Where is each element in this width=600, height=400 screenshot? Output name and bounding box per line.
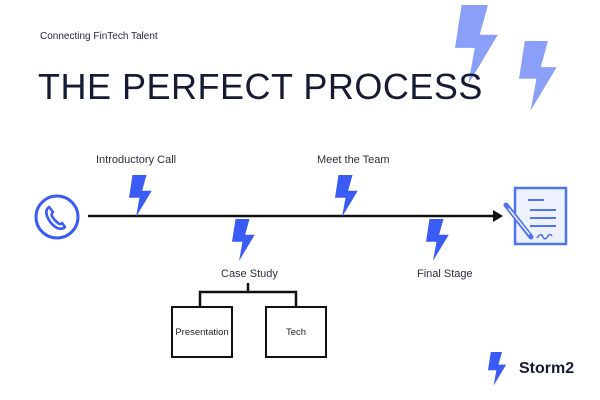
lightning-bolt-icon (232, 219, 255, 261)
lightning-bolt-icon (426, 219, 449, 261)
step-label-final-stage: Final Stage (417, 268, 473, 280)
signed-contract-icon (503, 186, 568, 246)
brand-lightning-bolt-icon (488, 352, 507, 386)
case-study-branch-tech: Tech (265, 306, 327, 358)
page-title: THE PERFECT PROCESS (38, 66, 483, 107)
timeline-arrowhead (493, 210, 503, 222)
lightning-bolt-icon (335, 175, 358, 217)
tagline: Connecting FinTech Talent (40, 31, 158, 42)
case-study-branch-connector (198, 283, 298, 307)
step-label-case-study: Case Study (221, 268, 278, 280)
step-label-meet-the-team: Meet the Team (317, 154, 390, 166)
lightning-bolt-icon (129, 175, 152, 217)
brand-name: Storm2 (519, 360, 575, 377)
phone-icon (34, 194, 80, 240)
case-study-branch-presentation: Presentation (171, 306, 233, 358)
step-label-introductory-call: Introductory Call (96, 154, 177, 166)
